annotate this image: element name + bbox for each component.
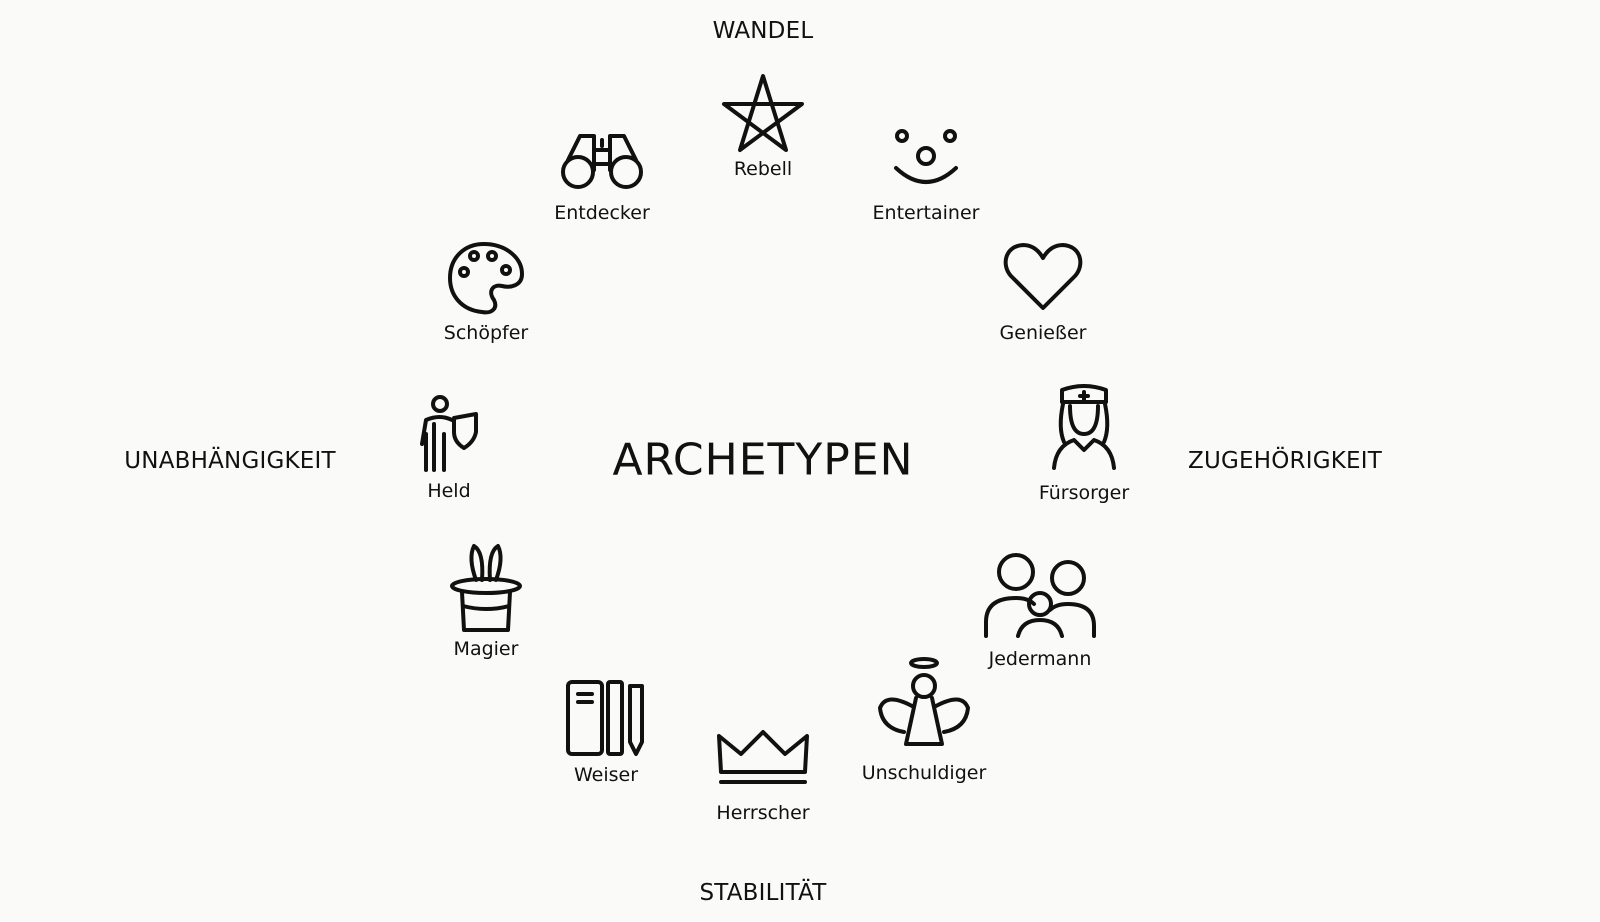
archetype-label: Magier <box>453 638 519 660</box>
diagram-title: ARCHETYPEN <box>612 434 914 486</box>
books-pencil-icon <box>566 680 644 756</box>
archetype-label: Genießer <box>999 322 1087 344</box>
archetype-magier: Magier <box>411 542 561 662</box>
heart-icon <box>1003 243 1083 310</box>
archetype-weiser: Weiser <box>531 678 681 798</box>
archetype-label: Herrscher <box>716 802 810 824</box>
axis-label-top: WANDEL <box>712 18 814 44</box>
archetype-held: Held <box>374 394 524 514</box>
archetype-herrscher: Herrscher <box>688 728 838 848</box>
archetype-geniesser: Genießer <box>968 240 1118 360</box>
crown-icon <box>717 730 809 784</box>
family-icon <box>984 553 1096 638</box>
pentagram-star-icon <box>722 74 804 152</box>
archetype-unschuldiger: Unschuldiger <box>849 656 999 784</box>
hero-shield-icon <box>420 395 478 472</box>
archetype-entdecker: Entdecker <box>527 130 677 250</box>
clown-face-icon <box>894 129 958 184</box>
archetype-schoepfer: Schöpfer <box>411 240 561 360</box>
archetype-jedermann: Jedermann <box>965 552 1115 672</box>
archetype-label: Fürsorger <box>1038 482 1130 504</box>
archetype-label: Jedermann <box>988 648 1092 670</box>
archetype-rebell: Rebell <box>688 72 838 192</box>
magic-hat-icon <box>450 544 522 632</box>
archetype-entertainer: Entertainer <box>851 122 1001 242</box>
archetype-label: Weiser <box>573 764 639 786</box>
axis-label-bottom: STABILITÄT <box>699 880 827 906</box>
archetype-label: Entdecker <box>554 202 650 224</box>
axis-label-right: ZUGEHÖRIGKEIT <box>1188 448 1382 474</box>
archetype-label: Unschuldiger <box>861 762 987 784</box>
binoculars-icon <box>561 134 643 189</box>
archetype-fuersorger: Fürsorger <box>1009 384 1159 504</box>
axis-label-left: UNABHÄNGIGKEIT <box>124 448 336 474</box>
nurse-icon <box>1052 384 1116 470</box>
angel-icon <box>878 657 970 746</box>
archetype-label: Held <box>427 480 471 502</box>
archetype-label: Schöpfer <box>443 322 529 344</box>
archetype-label: Entertainer <box>872 202 980 224</box>
palette-icon <box>448 242 524 315</box>
archetype-label: Rebell <box>733 158 793 180</box>
